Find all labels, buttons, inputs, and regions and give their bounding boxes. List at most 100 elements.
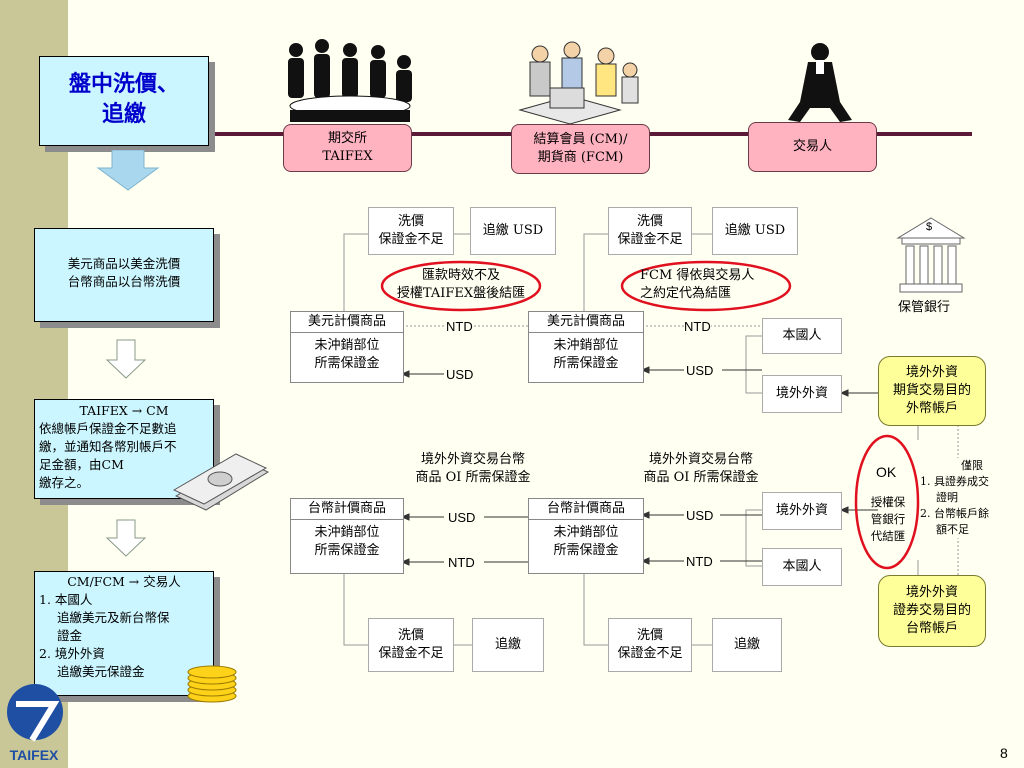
taifex-cm-line1: TAIFEX → CM bbox=[79, 403, 169, 418]
taifex-cm-line3: 繳，並通知各幣別帳戶不 bbox=[39, 439, 177, 454]
usd-label-1: USD bbox=[446, 367, 474, 382]
usd-product-line2: 所需保證金 bbox=[553, 356, 619, 371]
wash-label-line2: 保證金不足 bbox=[617, 646, 683, 661]
taifex-logo-icon bbox=[7, 684, 63, 742]
oi-note-line1: 境外外資交易台幣 bbox=[648, 452, 753, 467]
trader-party-line1: 交易人 bbox=[792, 139, 832, 154]
foreign-label: 境外外資 bbox=[775, 386, 828, 401]
domestic-box-bottom: 本國人 bbox=[762, 548, 842, 586]
twd-product-cm: 台幣計價商品 未沖銷部位 所需保證金 bbox=[528, 498, 644, 574]
taifex-cm-line4: 足金額，由CM bbox=[39, 457, 124, 472]
domestic-box-top: 本國人 bbox=[762, 318, 842, 354]
cm-trader-box: CM/FCM → 交易人 1. 本國人 追繳美元及新台幣保 證金 2. 境外外資… bbox=[34, 571, 214, 696]
futures-account-line1: 境外外資 bbox=[905, 365, 958, 380]
bank-symbol: $ bbox=[926, 221, 933, 233]
cm-trader-line2: 1. 本國人 bbox=[39, 592, 93, 607]
twd-product-header: 台幣計價商品 bbox=[291, 499, 403, 520]
bank-icon bbox=[896, 217, 966, 293]
limit-note-line1: 1. 具證券成交 bbox=[920, 475, 989, 488]
wash-label-line2: 保證金不足 bbox=[378, 232, 444, 247]
fcm-note: FCM 得依與交易人 之約定代為結匯 bbox=[640, 267, 776, 303]
wash-label-line1: 洗價 bbox=[397, 628, 424, 643]
ntd-label-1: NTD bbox=[446, 318, 473, 336]
auth-bank-line1: 授權保 bbox=[870, 495, 906, 509]
oi-note-line2: 商品 OI 所需保證金 bbox=[643, 470, 759, 485]
title-line1: 盤中洗價、 bbox=[68, 71, 179, 97]
title-arrow-icon bbox=[96, 150, 160, 191]
securities-account-box: 境外外資 證券交易目的 台幣帳戶 bbox=[878, 575, 986, 647]
call-usd-label: 追繳 USD bbox=[724, 223, 786, 238]
cm-party-box: 結算會員 (CM)/ 期貨商 (FCM) bbox=[511, 124, 650, 174]
wash-shortfall-usd-taifex: 洗價 保證金不足 bbox=[368, 207, 454, 255]
usd-product-header: 美元計價商品 bbox=[291, 312, 403, 333]
call-twd-cm: 追繳 bbox=[712, 618, 782, 672]
auth-bank-note: 授權保 管銀行 代結匯 bbox=[864, 494, 912, 545]
taifex-party-box: 期交所 TAIFEX bbox=[283, 124, 412, 172]
twd-product-header: 台幣計價商品 bbox=[529, 499, 643, 520]
usd-product-line2: 所需保證金 bbox=[314, 356, 380, 371]
usd-product-cm: 美元計價商品 未沖銷部位 所需保證金 bbox=[528, 311, 644, 383]
trader-party-box: 交易人 bbox=[748, 122, 877, 172]
wash-label-line1: 洗價 bbox=[397, 214, 424, 229]
domestic-label: 本國人 bbox=[782, 328, 822, 343]
title-box: 盤中洗價、 追繳 bbox=[39, 56, 209, 146]
domestic-label: 本國人 bbox=[782, 559, 822, 574]
call-label: 追繳 bbox=[733, 637, 760, 652]
futures-account-box: 境外外資 期貨交易目的 外幣帳戶 bbox=[878, 356, 986, 426]
call-label: 追繳 bbox=[494, 637, 521, 652]
taifex-cm-line2: 依總帳戶保證金不足數追 bbox=[39, 421, 177, 436]
taifex-party-line2: TAIFEX bbox=[322, 149, 373, 164]
money-stack-icon bbox=[172, 453, 270, 511]
meeting-people-icon bbox=[288, 39, 412, 122]
limit-note-title: 僅限 bbox=[961, 459, 983, 472]
logo-text: TAIFEX bbox=[9, 747, 59, 763]
remit-note-line2: 授權TAIFEX盤後結匯 bbox=[396, 286, 526, 301]
limit-note-line3: 2. 台幣帳戶餘 bbox=[920, 507, 989, 520]
foreign-label: 境外外資 bbox=[775, 503, 828, 518]
oi-note-line1: 境外外資交易台幣 bbox=[420, 452, 525, 467]
futures-account-line2: 期貨交易目的 bbox=[892, 383, 971, 398]
call-usd-cm: 追繳 USD bbox=[712, 207, 798, 255]
auth-bank-line3: 代結匯 bbox=[870, 529, 906, 543]
limit-note-line4: 額不足 bbox=[936, 523, 969, 536]
wash-label-line2: 保證金不足 bbox=[617, 232, 683, 247]
page-number: 8 bbox=[1000, 745, 1008, 761]
taifex-cm-line5: 繳存之。 bbox=[39, 475, 90, 490]
securities-account-line3: 台幣帳戶 bbox=[905, 621, 958, 636]
usd-label-4: USD bbox=[686, 508, 714, 523]
wash-label-line2: 保證金不足 bbox=[378, 646, 444, 661]
wash-shortfall-twd-taifex: 洗價 保證金不足 bbox=[368, 618, 454, 672]
taifex-party-line1: 期交所 bbox=[327, 131, 367, 146]
securities-account-line1: 境外外資 bbox=[905, 585, 958, 600]
ntd-label-4: NTD bbox=[686, 554, 713, 569]
cm-trader-line5: 2. 境外外資 bbox=[39, 646, 105, 661]
title-line2: 追繳 bbox=[101, 101, 146, 127]
call-usd-taifex: 追繳 USD bbox=[470, 207, 556, 255]
custody-bank-label: 保管銀行 bbox=[898, 300, 951, 315]
oi-note-taifex: 境外外資交易台幣 商品 OI 所需保證金 bbox=[400, 451, 546, 487]
cm-trader-line6: 追繳美元保證金 bbox=[57, 664, 145, 679]
futures-account-line3: 外幣帳戶 bbox=[905, 401, 958, 416]
auth-bank-line2: 管銀行 bbox=[870, 512, 906, 526]
limit-note-line2: 證明 bbox=[936, 491, 958, 504]
foreign-box-bottom: 境外外資 bbox=[762, 492, 842, 530]
oi-note-line2: 商品 OI 所需保證金 bbox=[415, 470, 531, 485]
cm-party-line1: 結算會員 (CM)/ bbox=[533, 132, 628, 147]
ntd-label-2: NTD bbox=[684, 318, 711, 336]
call-usd-label: 追繳 USD bbox=[482, 223, 544, 238]
fcm-note-line2: 之約定代為結匯 bbox=[640, 286, 732, 301]
foreign-box-top: 境外外資 bbox=[762, 375, 842, 413]
cm-trader-line1: CM/FCM → 交易人 bbox=[67, 574, 181, 589]
usd-label-3: USD bbox=[448, 510, 476, 525]
ok-label: OK bbox=[876, 464, 897, 480]
wash-shortfall-twd-cm: 洗價 保證金不足 bbox=[608, 618, 692, 672]
twd-product-line1: 未沖銷部位 bbox=[314, 525, 380, 540]
twd-product-taifex: 台幣計價商品 未沖銷部位 所需保證金 bbox=[290, 498, 404, 574]
oi-note-cm: 境外外資交易台幣 商品 OI 所需保證金 bbox=[628, 451, 774, 487]
wash-label-line1: 洗價 bbox=[636, 214, 663, 229]
wash-currency-line1: 美元商品以美金洗價 bbox=[67, 256, 181, 271]
taifex-cm-box: TAIFEX → CM 依總帳戶保證金不足數追 繳，並通知各幣別帳戶不 足金額，… bbox=[34, 399, 214, 499]
trader-person-icon bbox=[788, 43, 852, 122]
cm-trader-line4: 證金 bbox=[57, 628, 83, 643]
